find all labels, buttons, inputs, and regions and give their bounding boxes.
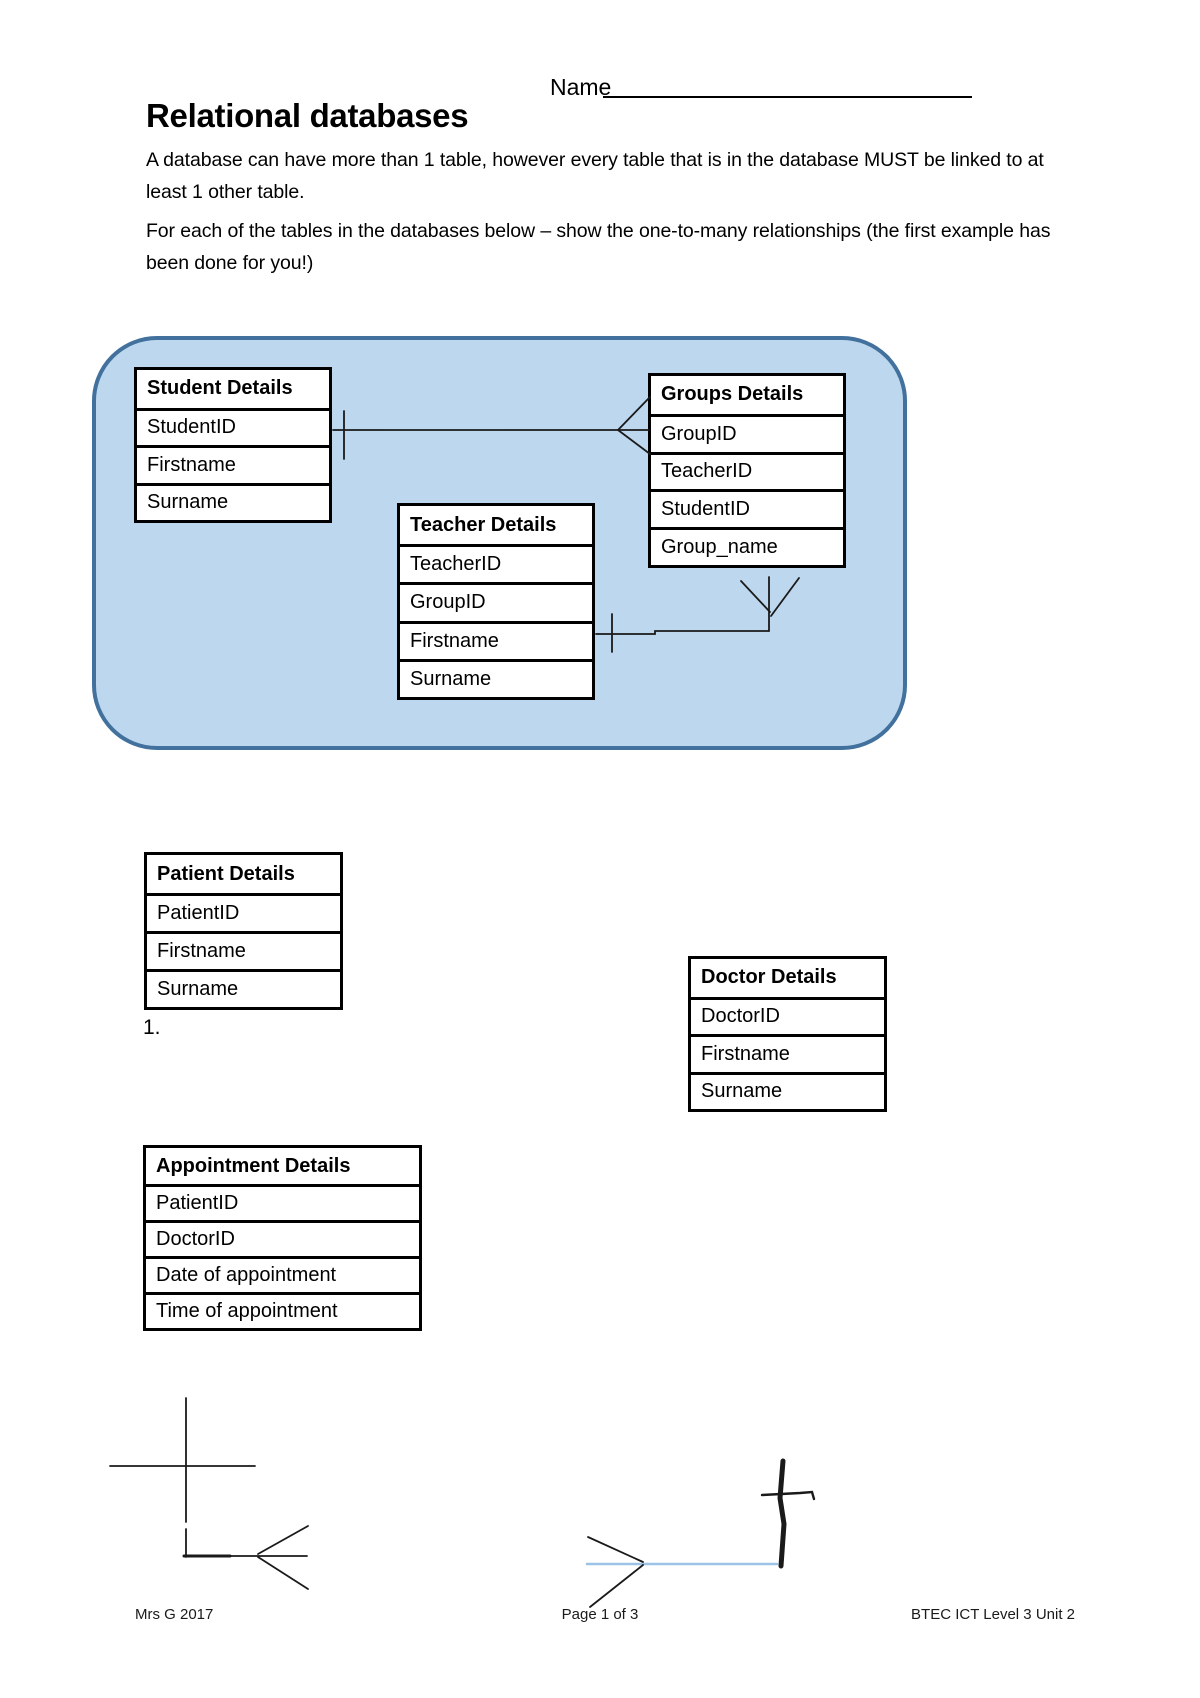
intro-paragraph: A database can have more than 1 table, h… — [146, 149, 1044, 203]
field-cell: Surname — [147, 969, 340, 1007]
field-cell: StudentID — [651, 489, 843, 527]
field-cell: Firstname — [691, 1034, 884, 1072]
footer-author: Mrs G 2017 — [135, 1606, 214, 1623]
field-cell: Firstname — [137, 445, 329, 483]
crow-foot-icon — [257, 1556, 309, 1590]
crow-foot-icon — [257, 1525, 309, 1555]
field-cell: Surname — [137, 482, 329, 521]
name-label: Name — [550, 74, 612, 100]
field-cell: GroupID — [651, 413, 843, 452]
footer-course: BTEC ICT Level 3 Unit 2 — [911, 1606, 1075, 1623]
name-underline — [603, 96, 972, 98]
page-title: Relational databases — [146, 97, 469, 134]
question-number: 1. — [143, 1016, 161, 1039]
crow-foot-icon — [587, 1536, 644, 1563]
instruction-paragraph: For each of the tables in the databases … — [146, 220, 1051, 274]
field-cell: GroupID — [400, 582, 592, 620]
field-cell: StudentID — [137, 407, 329, 446]
field-cell: PatientID — [146, 1184, 419, 1220]
field-cell: PatientID — [147, 893, 340, 931]
field-cell: Firstname — [147, 931, 340, 969]
table-title: Teacher Details — [410, 513, 557, 536]
field-cell: TeacherID — [400, 544, 592, 582]
field-cell: Surname — [400, 658, 592, 697]
table-title: Appointment Details — [156, 1154, 351, 1177]
sketch-line — [760, 1490, 816, 1501]
one-tick-icon — [777, 1458, 787, 1569]
field-cell: DoctorID — [691, 996, 884, 1035]
field-cell: Firstname — [400, 620, 592, 659]
crow-foot-icon — [589, 1564, 644, 1608]
field-cell: Surname — [691, 1071, 884, 1110]
field-cell: Date of appointment — [146, 1256, 419, 1292]
table-title: Patient Details — [157, 862, 295, 885]
footer-page-number: Page 1 of 3 — [561, 1606, 639, 1623]
field-cell: TeacherID — [651, 451, 843, 490]
table-title: Doctor Details — [701, 966, 837, 989]
field-cell: Time of appointment — [146, 1292, 419, 1328]
field-cell: DoctorID — [146, 1220, 419, 1256]
sketch-crow-foot-right — [585, 1458, 816, 1608]
table-title: Student Details — [147, 377, 293, 400]
sketch-crow-foot-left — [109, 1397, 309, 1590]
table-title: Groups Details — [661, 383, 804, 406]
field-cell: Group_name — [651, 527, 843, 565]
